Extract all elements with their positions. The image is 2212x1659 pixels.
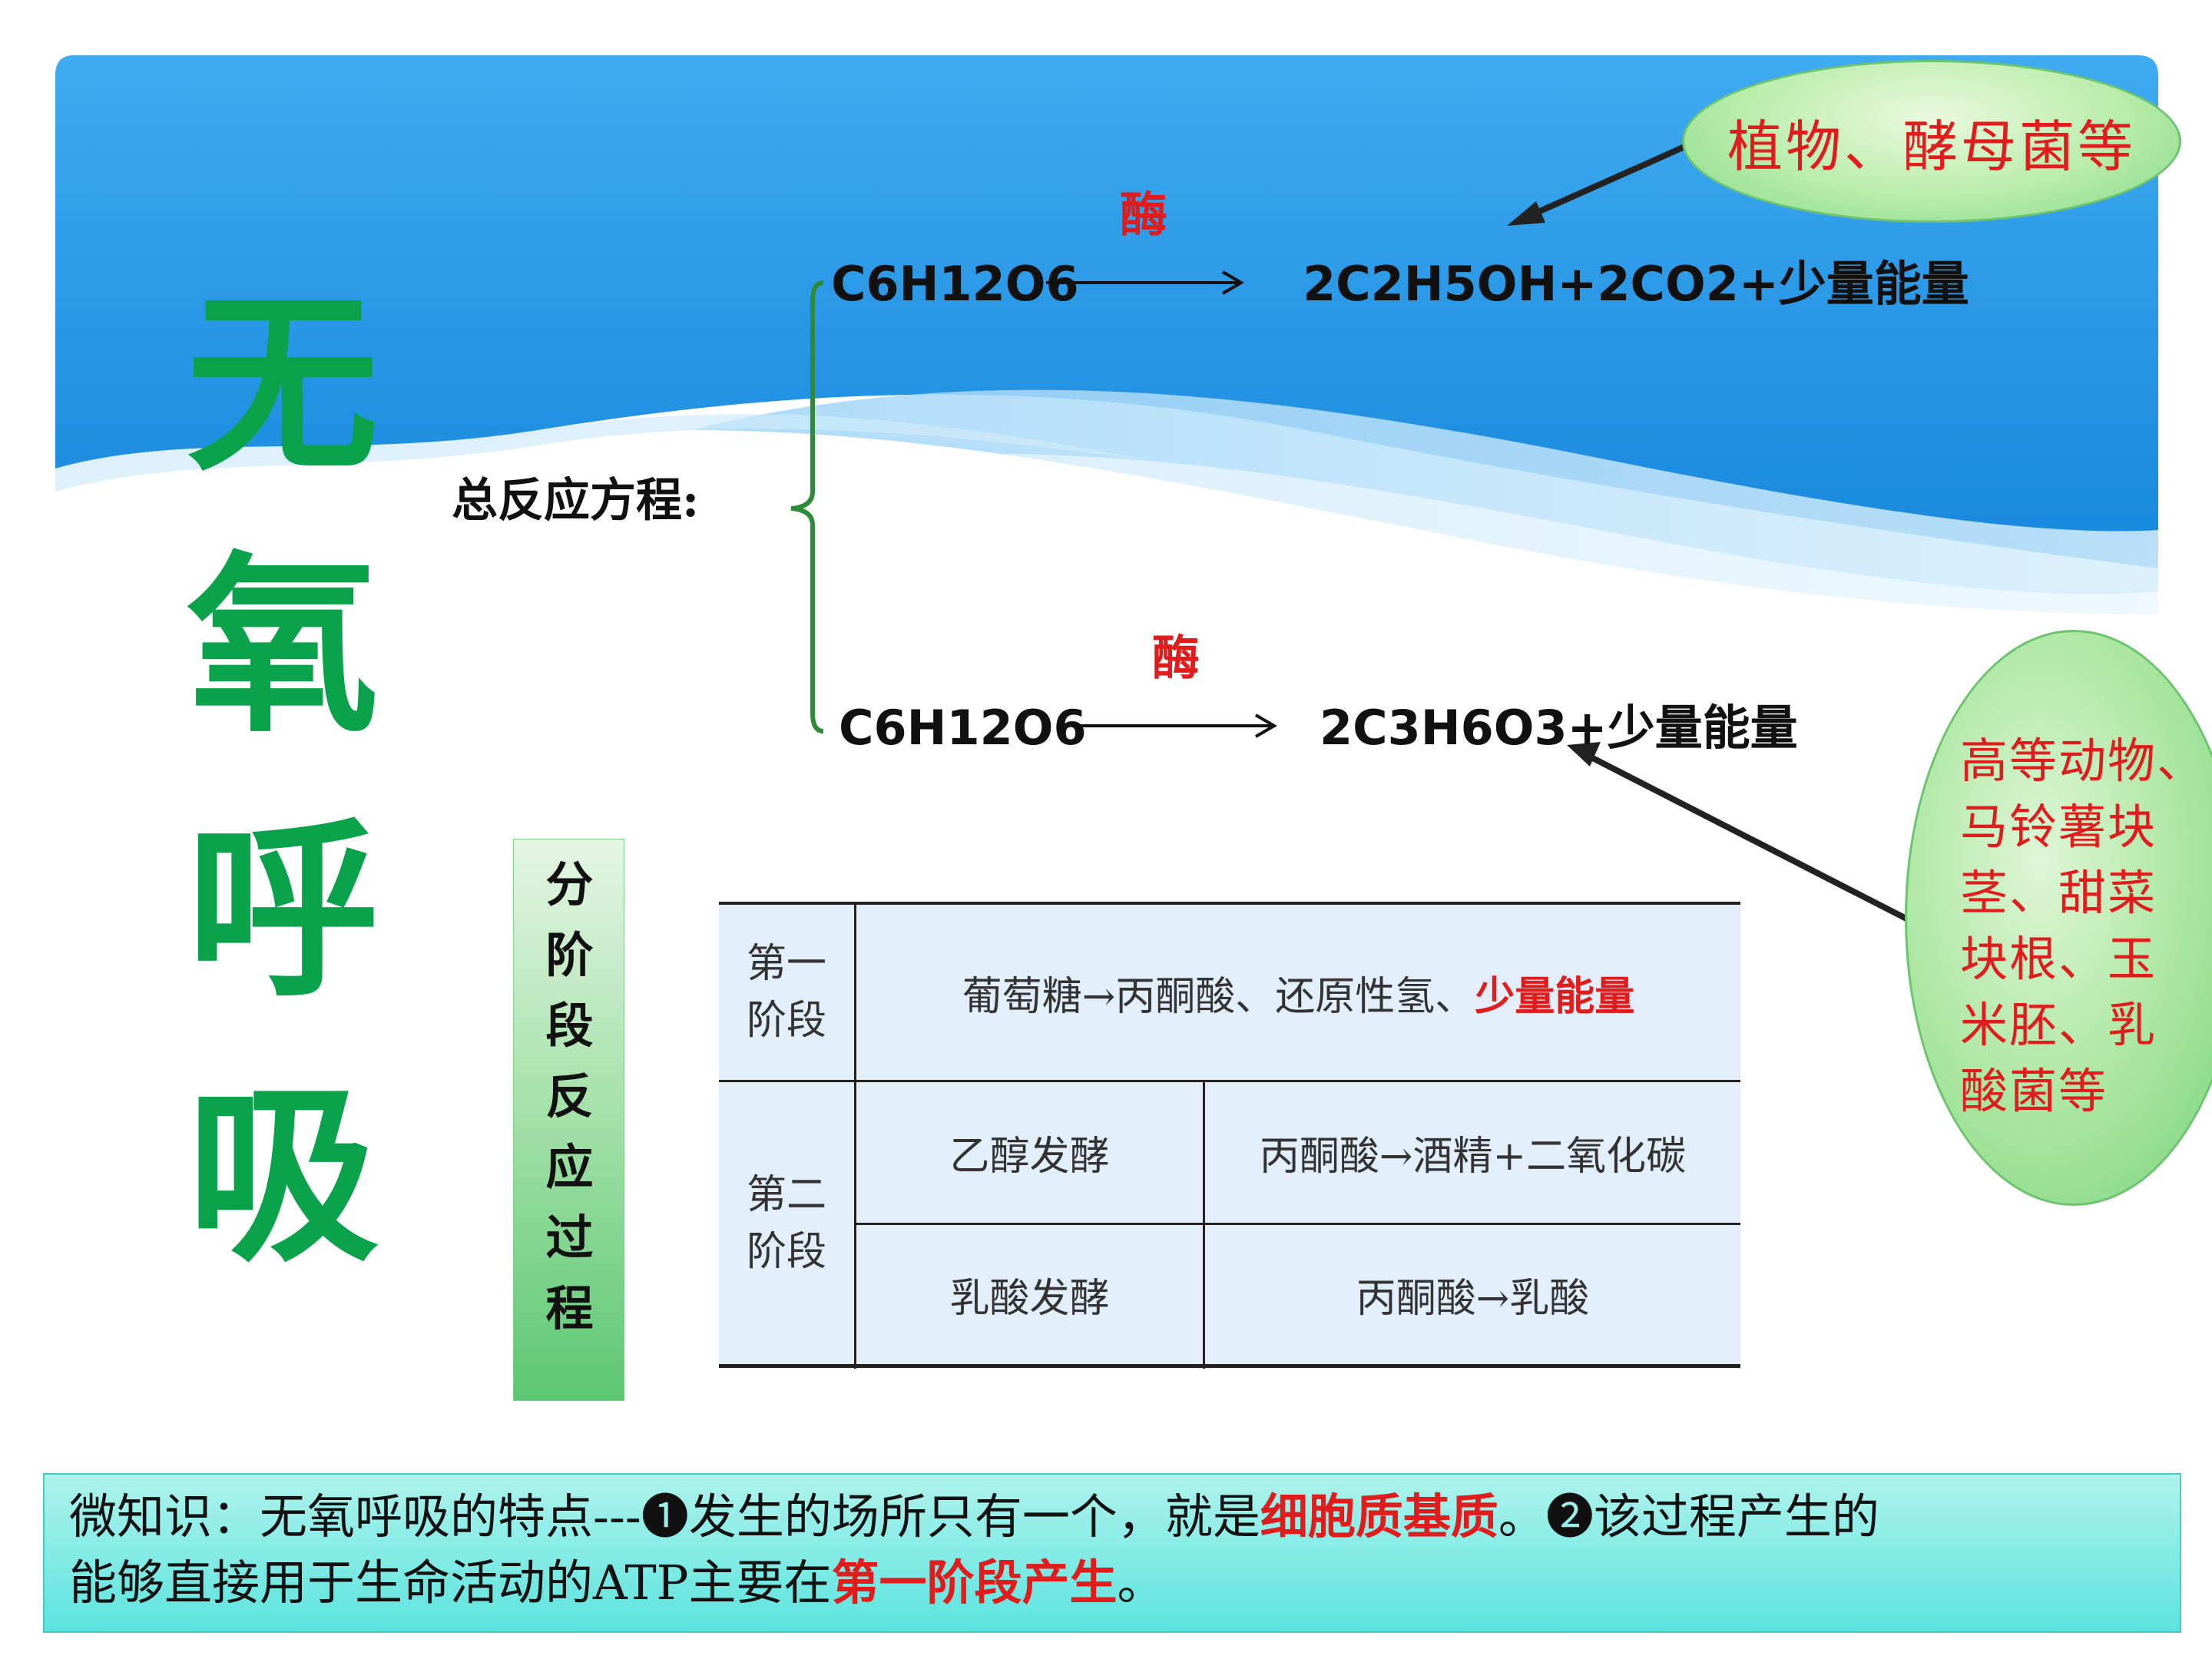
note-text-segment: 。 xyxy=(1117,1555,1165,1611)
callout-line: 米胚、乳 xyxy=(1960,997,2157,1053)
note-text-segment: 微知识：无氧呼吸的特点---❶发生的场所只有一个，就是 xyxy=(69,1488,1260,1545)
stage-label-char: 反 xyxy=(545,1068,594,1124)
callout-line: 块根、玉 xyxy=(1960,931,2157,987)
note-text-segment: 。❷该过程产生的 xyxy=(1498,1488,1879,1545)
stage2-name-line: 第二 xyxy=(746,1171,826,1218)
stage-label-char: 分 xyxy=(545,856,594,912)
note-highlight: 第一阶段产生 xyxy=(831,1555,1118,1611)
stage2-name-line: 阶段 xyxy=(746,1228,826,1275)
general-equation-label: 总反应方程: xyxy=(452,474,700,528)
organism-callout-lactic-text: 高等动物、 马铃薯块 茎、甜菜 块根、玉 米胚、乳 酸菌等 xyxy=(1960,728,2212,1124)
stage-label-char: 程 xyxy=(545,1280,594,1336)
organism-callout-lactic xyxy=(1905,630,2212,1206)
table-border xyxy=(719,1080,1740,1082)
callout-line: 马铃薯块 xyxy=(1960,799,2157,855)
stages-table: 第一 阶段 葡萄糖→丙酮酸、还原性氢、少量能量 第二 阶段 乙醇发酵 丙酮酸→酒… xyxy=(719,902,1740,1369)
knowledge-note-box xyxy=(43,1473,2181,1633)
stage1-content-highlight: 少量能量 xyxy=(1475,972,1635,1020)
title-char-4: 吸 xyxy=(187,1062,379,1288)
stage2-name-cell: 第二 阶段 xyxy=(719,1082,854,1364)
stage-label-char: 段 xyxy=(545,998,594,1054)
note-line-1: 微知识：无氧呼吸的特点---❶发生的场所只有一个，就是细胞质基质。❷该过程产生的 xyxy=(69,1484,2174,1550)
fermentation-process-cell: 丙酮酸→乳酸 xyxy=(1356,1276,1590,1322)
title-char-2: 氧 xyxy=(187,532,379,758)
table-border xyxy=(856,1223,1740,1225)
stage-label-char: 阶 xyxy=(545,927,594,983)
lactic-product: 2C3H6O3+少量能量 xyxy=(1320,700,1798,756)
note-line-2: 能够直接用于生命活动的ATP主要在第一阶段产生。 xyxy=(69,1550,2174,1616)
alcohol-product: 2C2H5OH+2CO2+少量能量 xyxy=(1303,256,1969,312)
organism-callout-alcohol-text: 植物、酵母菌等 xyxy=(1727,114,2136,179)
callout-line: 茎、甜菜 xyxy=(1960,865,2157,921)
callout-line: 高等动物、 xyxy=(1960,733,2207,789)
enzyme-label-alcohol: 酶 xyxy=(1120,187,1168,243)
stage-label-char: 过 xyxy=(545,1210,594,1266)
title-char-3: 呼 xyxy=(187,797,379,1023)
stage1-name-line: 第一 xyxy=(746,941,826,987)
title-char-1: 无 xyxy=(187,271,379,497)
lactic-reactant: C6H12O6 xyxy=(839,700,1087,756)
table-border xyxy=(719,1364,1740,1368)
knowledge-note-text: 微知识：无氧呼吸的特点---❶发生的场所只有一个，就是细胞质基质。❷该过程产生的… xyxy=(69,1484,2174,1616)
callout-line: 酸菌等 xyxy=(1960,1063,2108,1119)
stage-label-char: 应 xyxy=(545,1139,594,1195)
stage1-content-cell: 葡萄糖→丙酮酸、还原性氢、少量能量 xyxy=(856,905,1740,1080)
fermentation-type-cell: 乳酸发酵 xyxy=(949,1276,1110,1322)
stage1-name-cell: 第一 阶段 xyxy=(719,905,854,1080)
fermentation-process-cell: 丙酮酸→酒精+二氧化碳 xyxy=(1259,1134,1687,1180)
enzyme-label-lactic: 酶 xyxy=(1152,630,1200,686)
table-border xyxy=(854,902,856,1369)
stage1-name-line: 阶段 xyxy=(746,998,826,1044)
table-border xyxy=(1203,1080,1205,1369)
alcohol-reactant: C6H12O6 xyxy=(831,256,1079,312)
note-highlight: 细胞质基质 xyxy=(1260,1488,1498,1545)
fermentation-type-cell: 乙醇发酵 xyxy=(949,1134,1110,1180)
table-border xyxy=(719,902,1740,905)
stage-process-label-box: 分 阶 段 反 应 过 程 xyxy=(513,839,624,1401)
stage1-content: 葡萄糖→丙酮酸、还原性氢、 xyxy=(962,973,1475,1020)
organism-callout-alcohol: 植物、酵母菌等 xyxy=(1682,60,2181,223)
note-text-segment: 能够直接用于生命活动的ATP主要在 xyxy=(69,1555,832,1611)
